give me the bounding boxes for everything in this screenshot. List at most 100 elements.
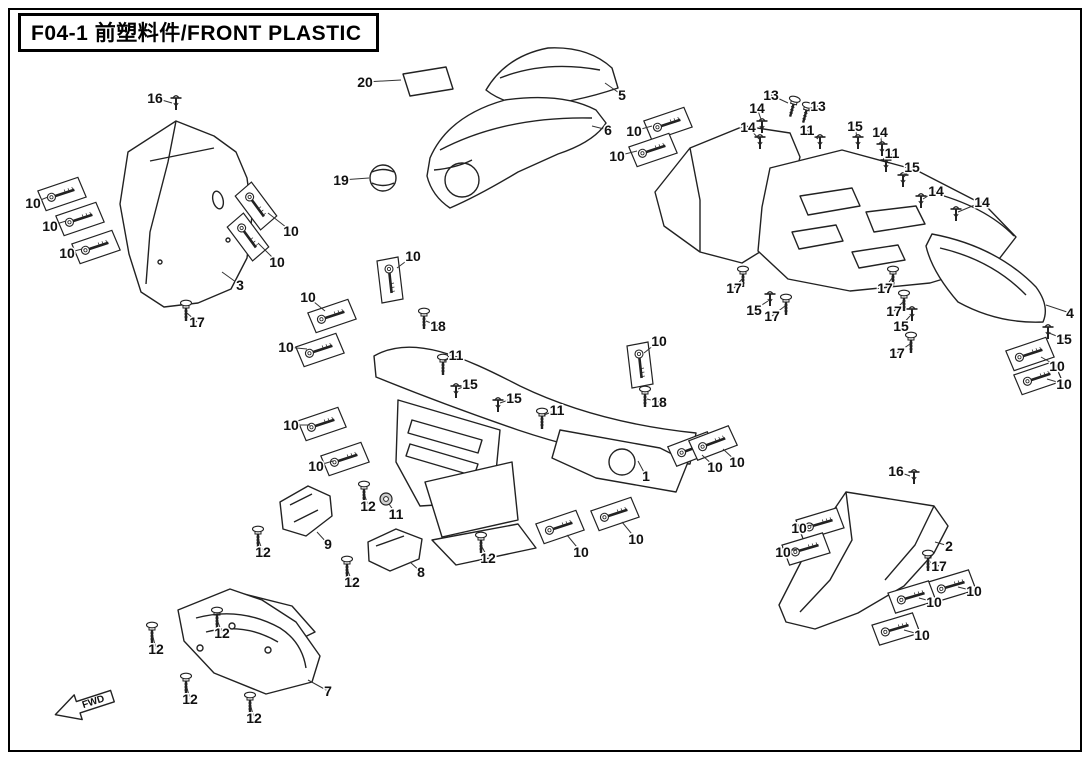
callout-10: 10: [283, 223, 299, 239]
callout-20: 20: [357, 74, 373, 90]
callout-14: 14: [749, 100, 765, 116]
callout-10: 10: [914, 627, 930, 643]
callout-17: 17: [889, 345, 905, 361]
leader-line: [250, 706, 255, 719]
leader-line: [854, 125, 858, 139]
box-fastener-icon: [588, 495, 642, 533]
box-fastener-icon: [318, 440, 372, 478]
callout-11: 11: [885, 145, 900, 161]
callout-15: 15: [904, 159, 920, 175]
leader-line: [643, 340, 660, 354]
leader-line: [604, 82, 623, 96]
callout-10: 10: [628, 531, 644, 547]
leader-line: [895, 470, 911, 477]
leader-line: [591, 125, 609, 131]
pin-fastener-icon: [907, 468, 921, 485]
screw-fastener-icon: [904, 331, 918, 355]
callout-15: 15: [746, 302, 762, 318]
callout-11: 11: [550, 402, 565, 418]
callout-9: 9: [324, 536, 332, 552]
pin-fastener-icon: [1041, 323, 1055, 340]
callout-14: 14: [974, 194, 990, 210]
leader-line: [499, 397, 515, 404]
leader-line: [388, 503, 397, 515]
leader-line: [637, 460, 647, 477]
leader-line: [1040, 356, 1058, 367]
leader-line: [340, 177, 370, 181]
callout-10: 10: [1056, 376, 1072, 392]
callout-18: 18: [430, 318, 446, 334]
leader-line: [701, 454, 716, 468]
leader-line: [154, 97, 173, 104]
callout-11: 11: [800, 122, 815, 138]
part-3-side-panel: [119, 120, 253, 308]
leader-line: [806, 129, 819, 140]
callout-10: 10: [707, 459, 723, 475]
callout-10: 10: [300, 289, 316, 305]
callout-10: 10: [626, 123, 642, 139]
leader-line: [798, 524, 813, 529]
leader-line: [364, 79, 402, 83]
callout-12: 12: [255, 544, 271, 560]
callout-10: 10: [42, 218, 58, 234]
callout-17: 17: [189, 314, 205, 330]
leader-line: [918, 597, 935, 603]
part-20-pad: [402, 66, 454, 97]
callout-10: 10: [278, 339, 294, 355]
pin-fastener-icon: [169, 94, 183, 111]
part-1-front-bumper: [373, 346, 697, 566]
callout-13: 13: [810, 98, 826, 114]
part-19-emblem: [369, 164, 397, 192]
leader-line: [257, 242, 278, 263]
leader-line: [307, 296, 326, 312]
callout-10: 10: [405, 248, 421, 264]
leader-line: [566, 534, 582, 553]
pin-fastener-icon: [851, 133, 865, 150]
leader-line: [258, 540, 264, 553]
leader-line: [807, 105, 819, 111]
leader-line: [903, 629, 923, 636]
leader-line: [771, 305, 786, 317]
callout-12: 12: [246, 710, 262, 726]
part-6-front-fascia: [426, 96, 607, 209]
callout-7: 7: [324, 683, 332, 699]
leader-line: [32, 196, 49, 204]
leader-line: [879, 131, 883, 146]
callout-6: 6: [604, 122, 612, 138]
box-fastener-icon: [533, 508, 587, 546]
leader-line: [922, 190, 937, 200]
callout-10: 10: [775, 544, 791, 560]
callout-10: 10: [926, 594, 942, 610]
screw-fastener-icon: [417, 307, 431, 331]
screw-fastener-icon: [638, 385, 652, 409]
callout-15: 15: [462, 376, 478, 392]
callout-17: 17: [877, 280, 893, 296]
part-5-hood-cover: [485, 47, 619, 107]
callout-14: 14: [740, 119, 756, 135]
leader-line: [481, 546, 489, 559]
callout-16: 16: [888, 463, 904, 479]
callout-10: 10: [269, 254, 285, 270]
callout-16: 16: [147, 90, 163, 106]
leader-line: [1046, 378, 1065, 385]
leader-line: [957, 586, 975, 592]
box-fastener-icon: [375, 255, 405, 305]
leader-line: [186, 312, 198, 323]
leader-line: [186, 687, 191, 700]
page-title: F04-1 前塑料件/FRONT PLASTIC: [31, 22, 362, 45]
callout-10: 10: [651, 333, 667, 349]
leader-line: [756, 107, 763, 123]
box-fastener-icon: [295, 405, 349, 443]
callout-12: 12: [148, 641, 164, 657]
part-9-bracket: [279, 485, 333, 537]
leader-line: [396, 255, 414, 269]
fwd-arrow: FWD: [54, 689, 115, 721]
leader-line: [896, 343, 911, 354]
callout-8: 8: [417, 564, 425, 580]
leader-line: [957, 201, 983, 213]
leader-line: [616, 150, 638, 157]
callout-17: 17: [931, 558, 947, 574]
callout-10: 10: [25, 195, 41, 211]
pin-fastener-icon: [763, 290, 777, 307]
